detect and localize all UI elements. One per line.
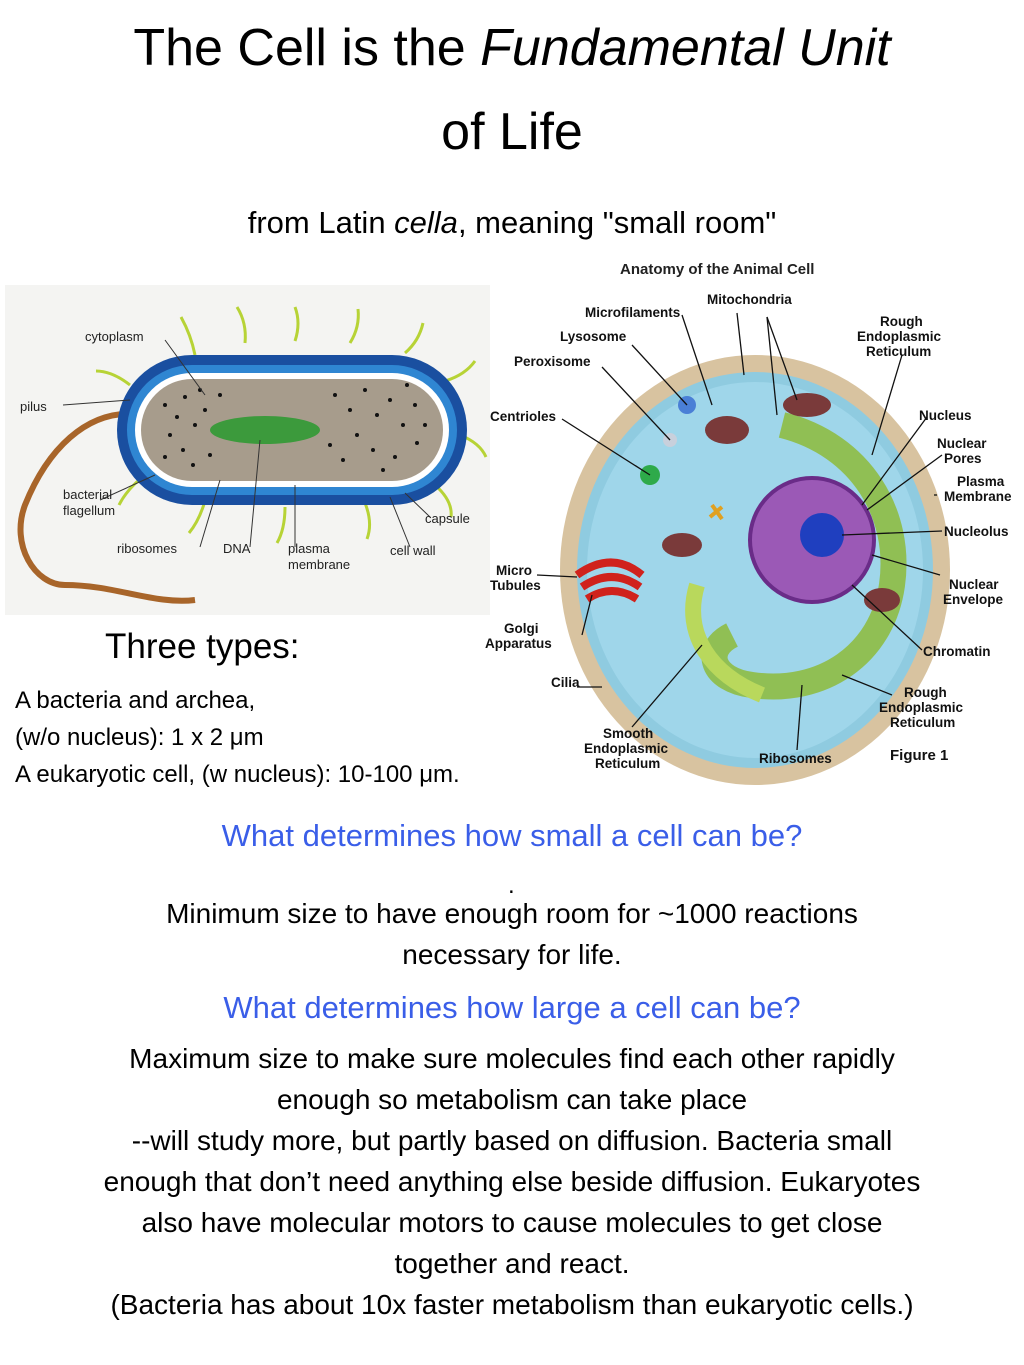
animal-cell-title: Anatomy of the Animal Cell	[620, 261, 814, 278]
label-peroxisome: Peroxisome	[514, 354, 591, 369]
flagellum-shape	[17, 410, 196, 604]
bacteria-leader-lines	[62, 339, 431, 548]
answer-large: Maximum size to make sure molecules find…	[0, 1038, 1024, 1325]
label-lysosome: Lysosome	[560, 329, 627, 344]
label-nuclear-pores-2: Pores	[944, 451, 982, 466]
bacteria-label-dna: DNA	[223, 541, 251, 556]
label-golgi-apparatus: Apparatus	[485, 636, 552, 651]
mitochondrion-shape-3	[662, 533, 702, 557]
label-plasma-membrane: Membrane	[944, 489, 1012, 504]
types-list: A bacteria and archea, (w/o nucleus): 1 …	[15, 682, 460, 793]
page-title-line2: of Life	[441, 103, 583, 161]
label-nuclear-pores: Nuclear	[937, 436, 987, 451]
mitochondrion-shape-4	[864, 588, 900, 612]
bacteria-label-plasma: plasma	[288, 541, 331, 556]
bacteria-label-cytoplasm: cytoplasm	[85, 329, 144, 344]
answer-small-line-2: necessary for life.	[402, 939, 622, 970]
answer-large-line-4: enough that don’t need anything else bes…	[103, 1166, 921, 1197]
animal-cell-diagram: Anatomy of the Animal Cell Mitochondria …	[485, 261, 1012, 785]
label-rer-bottom: Rough	[904, 685, 947, 700]
bacteria-label-membrane: membrane	[288, 557, 350, 572]
bacteria-label-cell-wall: cell wall	[390, 543, 436, 558]
answer-large-line-6: together and react.	[394, 1248, 630, 1279]
label-tubules: Tubules	[490, 578, 541, 593]
bacteria-label-pilus: pilus	[20, 399, 47, 414]
subtitle: from Latin cella, meaning "small room"	[247, 205, 777, 240]
stray-dot: .	[508, 872, 515, 899]
label-mitochondria: Mitochondria	[707, 292, 792, 307]
label-rer-bottom-3: Reticulum	[890, 715, 955, 730]
label-nucleus: Nucleus	[919, 408, 972, 423]
ribosome-dots	[163, 383, 427, 472]
question-large: What determines how large a cell can be?	[223, 990, 801, 1025]
answer-large-line-7: (Bacteria has about 10x faster metabolis…	[110, 1289, 914, 1320]
types-line-2: (w/o nucleus): 1 x 2 μm	[15, 724, 264, 751]
answer-large-line-5: also have molecular motors to cause mole…	[141, 1207, 883, 1238]
label-rer-bottom-2: Endoplasmic	[879, 700, 964, 715]
question-small: What determines how small a cell can be?	[221, 818, 803, 853]
label-ser-3: Reticulum	[595, 756, 660, 771]
types-line-3: A eukaryotic cell, (w nucleus): 10-100 μ…	[15, 761, 460, 788]
label-rer-top-3: Reticulum	[866, 344, 931, 359]
label-rer-top: Rough	[880, 314, 923, 329]
bacteria-label-capsule: capsule	[425, 511, 470, 526]
bacteria-label-flagellum-2: flagellum	[63, 503, 115, 518]
answer-large-line-3: --will study more, but partly based on d…	[131, 1125, 893, 1156]
types-heading: Three types:	[105, 627, 300, 666]
label-cilia: Cilia	[551, 675, 580, 690]
bacteria-label-ribosomes: ribosomes	[117, 541, 177, 556]
page-title: The Cell is the Fundamental Unit	[133, 19, 891, 77]
label-micro: Micro	[496, 563, 532, 578]
answer-large-line-2: enough so metabolism can take place	[276, 1084, 748, 1115]
label-nuclear-envelope: Nuclear	[949, 577, 999, 592]
types-line-1: A bacteria and archea,	[15, 687, 256, 714]
bacteria-label-flagellum: bacterial	[63, 487, 112, 502]
nucleolus-shape	[800, 513, 844, 557]
bacteria-diagram: cytoplasm pilus bacterial flagellum ribo…	[5, 285, 490, 615]
answer-small-line-1: Minimum size to have enough room for ~10…	[166, 898, 858, 929]
answer-large-line-1: Maximum size to make sure molecules find…	[129, 1043, 895, 1074]
label-figure: Figure 1	[890, 747, 948, 764]
label-ser-2: Endoplasmic	[584, 741, 669, 756]
label-golgi: Golgi	[504, 621, 539, 636]
label-ribosomes: Ribosomes	[759, 751, 832, 766]
label-chromatin: Chromatin	[923, 644, 991, 659]
mitochondrion-shape-2	[783, 393, 831, 417]
label-nuclear-envelope-2: Envelope	[943, 592, 1004, 607]
smooth-er-shape	[685, 582, 766, 703]
answer-small: Minimum size to have enough room for ~10…	[0, 893, 1024, 975]
mitochondrion-shape	[705, 416, 749, 444]
dna-shape	[210, 416, 320, 444]
label-microfilaments: Microfilaments	[585, 305, 680, 320]
microtubule-star	[708, 503, 724, 521]
label-nucleolus: Nucleolus	[944, 524, 1009, 539]
label-plasma: Plasma	[957, 474, 1005, 489]
label-rer-top-2: Endoplasmic	[857, 329, 942, 344]
label-ser: Smooth	[603, 726, 653, 741]
animal-leader-lines	[536, 312, 943, 751]
label-centrioles: Centrioles	[490, 409, 556, 424]
